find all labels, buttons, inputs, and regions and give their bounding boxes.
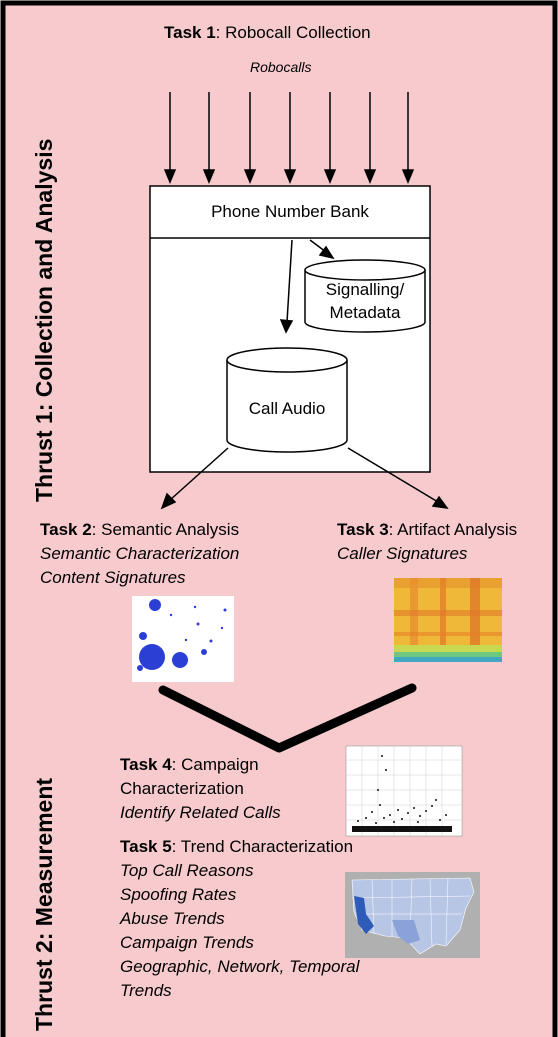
- robocall-arrow: [243, 92, 257, 184]
- task4-heading-line1: Task 4: Campaign: [120, 754, 259, 776]
- task4-label: Task 4: [120, 755, 172, 774]
- robocall-arrow: [202, 92, 216, 184]
- task5-item: Campaign Trends: [120, 933, 254, 952]
- task5-item: Trends: [120, 981, 172, 1000]
- task2-label: Task 2: [40, 520, 92, 539]
- merge-bracket: [158, 683, 417, 753]
- robocall-arrow: [283, 92, 297, 184]
- robocall-arrow: [163, 92, 177, 184]
- robocall-arrow: [363, 92, 377, 184]
- bubble-plot-thumbnail: [132, 596, 234, 682]
- internal-arrows: [279, 239, 335, 334]
- task5-heading: Task 5: Trend Characterization: [120, 836, 353, 858]
- task3-heading: Task 3: Artifact Analysis: [337, 519, 517, 541]
- task3-label: Task 3: [337, 520, 389, 539]
- task2-item: Content Signatures: [40, 568, 186, 587]
- task4-item: Identify Related Calls: [120, 803, 281, 822]
- thrust2-label: Thrust 2: Measurement: [31, 777, 57, 1031]
- call-audio-database: [226, 347, 348, 453]
- branch-arrows: [160, 447, 449, 510]
- task5-title: : Trend Characterization: [171, 837, 354, 856]
- task3-item: Caller Signatures: [337, 544, 468, 563]
- scatter-plot-thumbnail: [345, 745, 463, 837]
- task5-item: Abuse Trends: [120, 909, 225, 928]
- task3-title: : Artifact Analysis: [388, 520, 518, 539]
- task2-item: Semantic Characterization: [40, 544, 240, 563]
- signalling-label-line1: Signalling/: [325, 280, 405, 299]
- task1-label: Task 1: [164, 23, 216, 42]
- task5-label: Task 5: [120, 837, 172, 856]
- task1-title: : Robocall Collection: [215, 23, 371, 42]
- robocall-arrow: [323, 92, 337, 184]
- call-audio-label: Call Audio: [248, 399, 326, 418]
- robocall-arrow: [401, 92, 415, 184]
- us-map-thumbnail: [345, 872, 480, 958]
- phone-bank-label: Phone Number Bank: [211, 202, 369, 221]
- task4-heading-line2: Characterization: [120, 779, 244, 798]
- signalling-label-line2: Metadata: [329, 303, 401, 322]
- task2-heading: Task 2: Semantic Analysis: [40, 519, 239, 541]
- task4-title-line1: : Campaign: [171, 755, 259, 774]
- signalling-database: [304, 259, 426, 333]
- task1-input: Robocalls: [250, 59, 312, 75]
- task2-title: : Semantic Analysis: [91, 520, 240, 539]
- task5-item: Geographic, Network, Temporal: [120, 957, 360, 976]
- task5-item: Top Call Reasons: [120, 861, 254, 880]
- task1-heading: Task 1: Robocall Collection: [164, 22, 371, 44]
- thrust1-label: Thrust 1: Collection and Analysis: [31, 138, 57, 502]
- robocall-arrows: [163, 92, 415, 184]
- heatmap-thumbnail: [394, 578, 502, 662]
- task5-item: Spoofing Rates: [120, 885, 237, 904]
